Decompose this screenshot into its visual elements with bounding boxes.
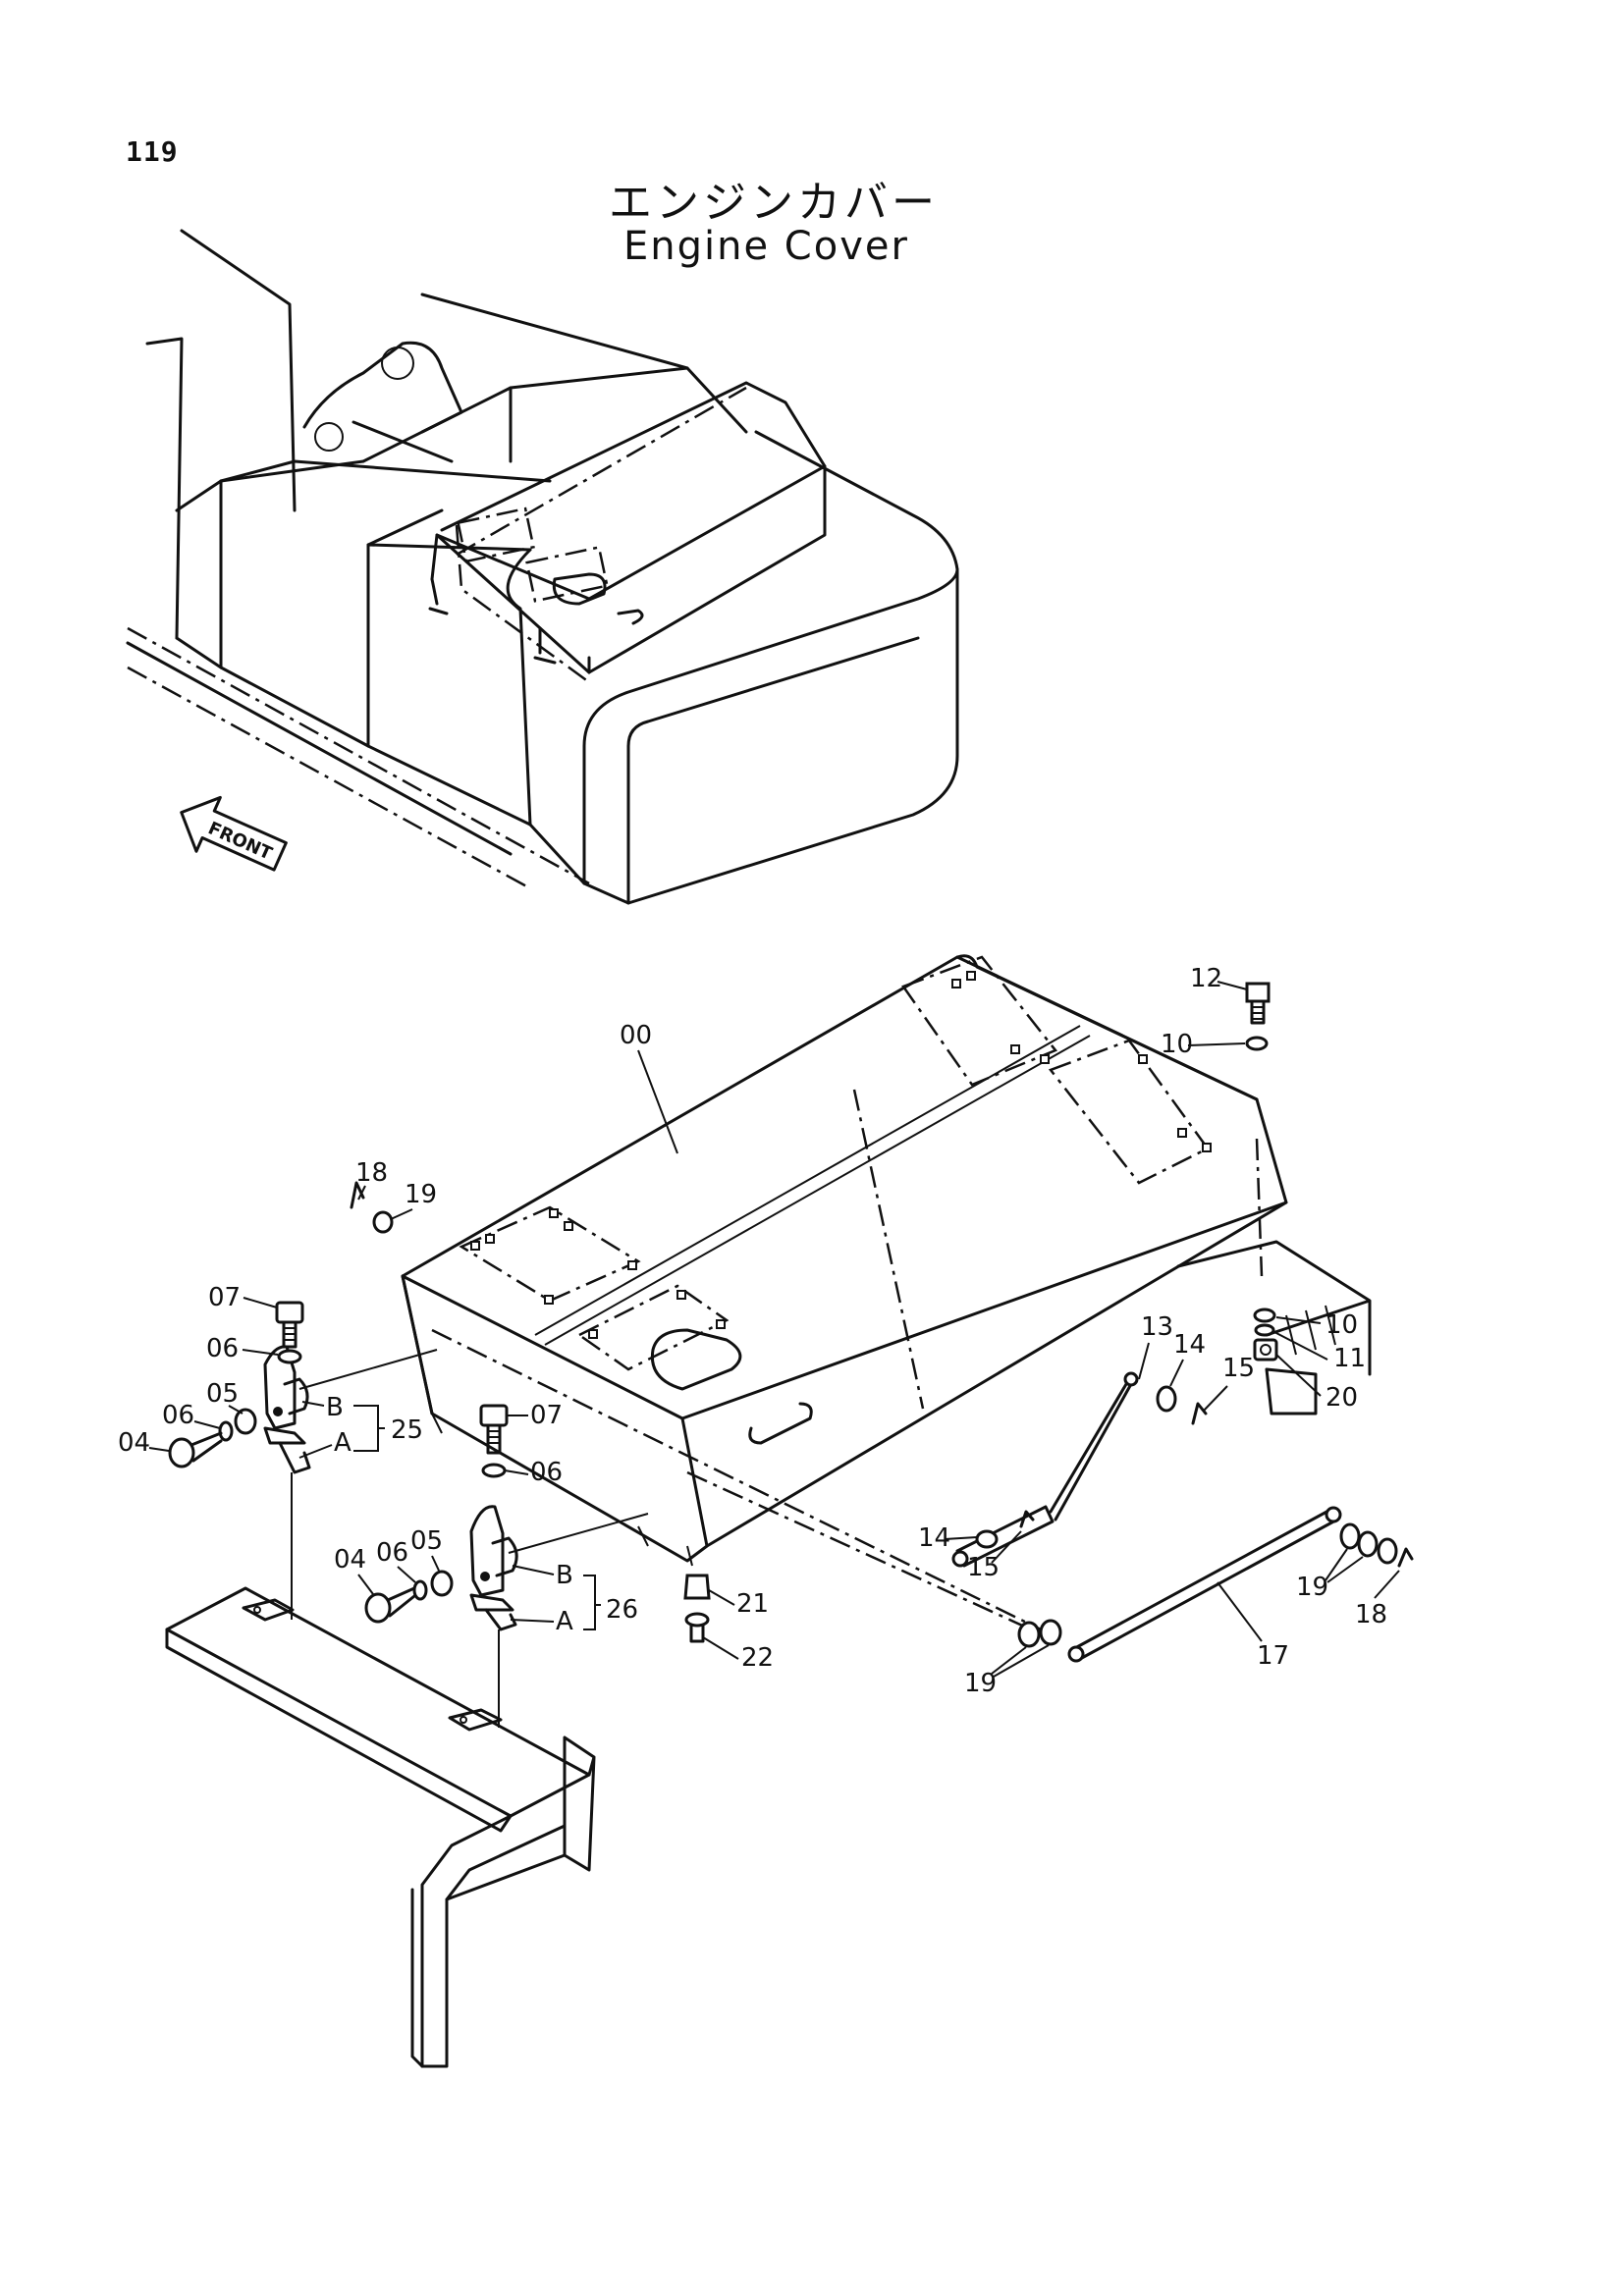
latch-assembly-25 [263,1345,311,1474]
callout-26: 26 [606,1595,638,1625]
washer-06-middle-top [481,1463,507,1478]
callout-25: 25 [391,1415,423,1445]
machine-overview [126,229,959,905]
callout-05-left: 05 [206,1379,239,1409]
washer-05-middle [430,1570,454,1597]
callout-05-middle: 05 [410,1526,443,1556]
callout-15-bottom: 15 [967,1553,1000,1582]
bolt-07-left [275,1301,304,1349]
latch-assembly-26 [469,1505,518,1631]
callout-10-bottom: 10 [1325,1310,1358,1340]
washer-19-lower-b [1039,1619,1062,1646]
callout-B-middle: B [556,1561,573,1590]
callout-06-middle-top: 06 [530,1458,563,1487]
callout-15-top: 15 [1222,1354,1255,1383]
washer-14-bottom [975,1529,999,1549]
bolt-12 [1245,982,1271,1025]
title-english: Engine Cover [623,224,909,269]
support-frame [165,1586,596,2068]
side-bracket [1176,1240,1372,1415]
washer-14-top [1156,1385,1177,1413]
washer-19-right-c [1377,1537,1398,1565]
callout-12: 12 [1190,964,1222,993]
washer-19-right-a [1339,1522,1361,1550]
callout-04-middle: 04 [334,1545,366,1575]
callout-17: 17 [1257,1641,1289,1671]
front-label: FRONT [205,818,276,864]
callout-07-left: 07 [208,1283,241,1312]
washer-19-right-b [1357,1530,1379,1558]
title-japanese: エンジンカバー [609,178,939,228]
callout-14-top: 14 [1173,1330,1206,1360]
screw-04-middle [364,1586,416,1624]
washer-11 [1254,1323,1275,1337]
callout-19-lower: 19 [964,1669,997,1698]
callout-06-middle-mid: 06 [376,1538,408,1568]
washer-05-left [234,1408,257,1435]
screw-22 [684,1612,710,1643]
washer-10b [1253,1308,1276,1323]
washer-10 [1245,1036,1269,1051]
bolt-07-middle [479,1404,509,1455]
callout-07-middle: 07 [530,1401,563,1430]
callout-10-top: 10 [1161,1030,1193,1059]
washer-19-lower-a [1017,1621,1041,1648]
front-direction-arrow: FRONT [180,795,288,872]
callout-04-left: 04 [118,1428,150,1458]
page-number: 119 [126,135,179,168]
engine-cover-assembly [401,954,1288,1631]
pin-18-right [1397,1547,1414,1568]
pin-15-bottom [1019,1510,1035,1528]
callout-21: 21 [736,1589,769,1619]
screw-04-left [168,1431,223,1468]
bumper-21 [683,1574,711,1600]
callout-19-left: 19 [405,1180,437,1209]
gas-spring-13 [951,1371,1139,1568]
callout-20: 20 [1325,1383,1358,1413]
callout-11: 11 [1333,1344,1366,1373]
pin-15-top [1191,1402,1208,1425]
callout-00: 00 [620,1021,652,1050]
washer-06-left-mid [218,1420,234,1442]
callout-18-right: 18 [1355,1600,1387,1629]
stay-rod-17 [1067,1506,1342,1663]
washer-19-left [372,1210,394,1234]
callout-18-left: 18 [355,1158,388,1188]
callout-B-left: B [326,1393,344,1422]
callout-13: 13 [1141,1312,1173,1342]
callout-A-middle: A [556,1607,573,1636]
callout-22: 22 [741,1643,774,1673]
washer-06-left-top [277,1349,302,1364]
callout-19-right: 19 [1296,1573,1328,1602]
callout-06-left-top: 06 [206,1334,239,1363]
callout-A-left: A [334,1428,352,1458]
nut-20 [1253,1338,1278,1362]
callout-06-left-mid: 06 [162,1401,194,1430]
washer-06-middle-mid [412,1579,428,1601]
